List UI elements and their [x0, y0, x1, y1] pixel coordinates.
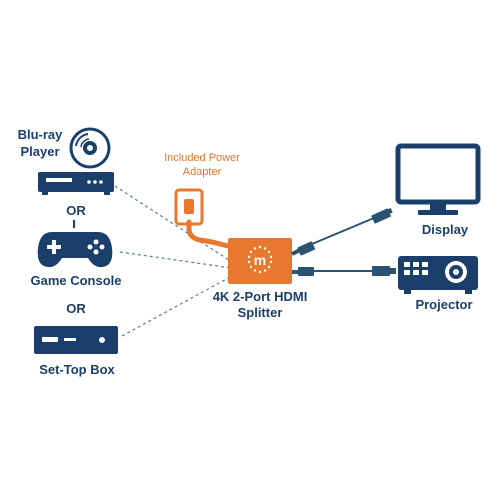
set-top-box-icon	[34, 326, 118, 354]
output-cables	[291, 207, 396, 276]
gamepad-icon	[37, 220, 113, 268]
game-console-label: Game Console	[30, 273, 122, 288]
bluray-player-label: Blu-ray Player	[17, 127, 63, 159]
hdmi-plug-icon	[297, 241, 316, 256]
display-label: Display	[421, 222, 469, 237]
splitter-icon: m	[228, 238, 292, 284]
or-label: OR	[66, 301, 86, 316]
manhattan-logo-icon: m	[247, 245, 273, 274]
console-connector-line	[119, 251, 233, 269]
settop-connector-line	[121, 275, 233, 337]
projector-label: Projector	[415, 297, 473, 312]
monitor-icon	[395, 143, 481, 215]
power-adapter-icon	[174, 188, 231, 249]
bluray-player-icon	[38, 172, 114, 195]
set-top-box-label: Set-Top Box	[39, 362, 115, 377]
or-label: OR	[66, 203, 86, 218]
hdmi-plug-icon	[372, 266, 396, 276]
hdmi-plug-icon	[371, 207, 393, 224]
hdmi-plug-icon	[298, 267, 314, 276]
bluray-connector-line	[114, 185, 233, 263]
svg-text:m: m	[254, 252, 266, 268]
splitter-label: 4K 2-Port HDMI Splitter	[212, 289, 308, 320]
power-adapter-label: Included Power Adapter	[164, 152, 240, 178]
disc-icon	[69, 127, 111, 169]
projector-icon	[398, 256, 478, 294]
source-connector-lines	[114, 185, 233, 337]
